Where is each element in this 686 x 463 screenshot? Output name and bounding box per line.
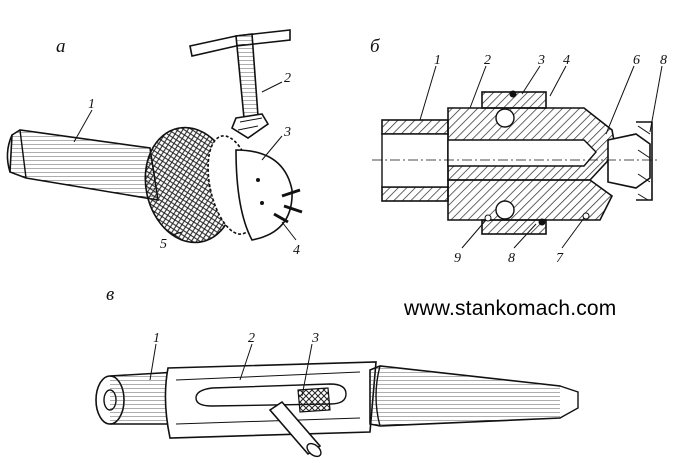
section-left-tube xyxy=(381,119,449,202)
label-b-4: 4 xyxy=(563,53,570,68)
chuck-taper-shank xyxy=(6,129,159,201)
holder-leaders xyxy=(149,343,313,397)
holder-left-sleeve xyxy=(95,371,179,425)
holder-body xyxy=(164,361,377,439)
section-balls xyxy=(484,90,590,226)
label-b-6: 6 xyxy=(633,53,640,68)
label-b-3: 3 xyxy=(537,53,545,68)
chuck-leaders xyxy=(73,81,297,241)
quick-change-holder-group: 1 2 3 в xyxy=(95,284,579,458)
label-a-2: 2 xyxy=(284,71,291,86)
panel-label-a: а xyxy=(56,36,66,57)
panel-label-v: в xyxy=(106,284,114,305)
label-v-1: 1 xyxy=(153,331,160,346)
label-b-1: 1 xyxy=(434,53,441,68)
section-body xyxy=(447,107,617,221)
watermark-url: www.stankomach.com xyxy=(404,297,617,320)
label-b-7: 7 xyxy=(556,251,564,266)
label-a-4: 4 xyxy=(293,243,300,258)
label-a-5: 5 xyxy=(160,237,167,252)
chuck-jaws xyxy=(273,188,303,224)
section-leaders xyxy=(419,65,663,249)
label-a-1: 1 xyxy=(88,97,95,112)
collet-cross-section-group: 1 2 3 4 6 8 9 8 7 б xyxy=(370,36,667,266)
label-b-9: 9 xyxy=(454,251,461,266)
label-v-3: 3 xyxy=(311,331,319,346)
label-a-3: 3 xyxy=(283,125,291,140)
label-v-2: 2 xyxy=(248,331,255,346)
label-b-2: 2 xyxy=(484,53,491,68)
holder-taper-shank xyxy=(369,365,579,427)
label-b-8-bottom: 8 xyxy=(508,251,515,266)
chuck-key xyxy=(189,29,291,139)
drill-chuck-group: 1 2 3 4 5 а xyxy=(6,29,303,258)
section-tool xyxy=(607,121,653,201)
panel-label-b: б xyxy=(370,36,381,57)
label-b-8-top: 8 xyxy=(660,53,667,68)
holder-handle xyxy=(268,400,322,458)
